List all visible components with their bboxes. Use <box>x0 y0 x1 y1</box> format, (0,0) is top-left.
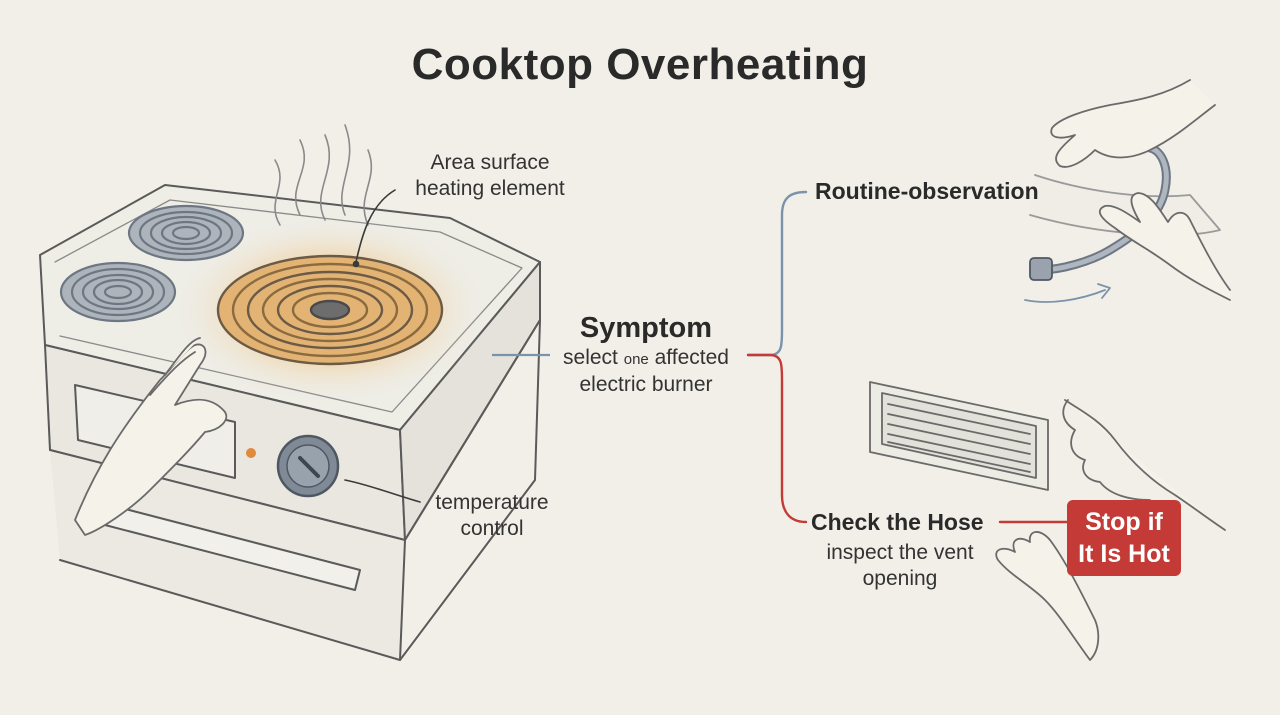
indicator-light <box>246 448 256 458</box>
symptom-node: Symptom select one affected electric bur… <box>546 312 746 397</box>
subtext-line: opening <box>862 567 938 590</box>
warning-line: Stop if <box>1085 508 1163 536</box>
check-hose-subtext: inspect the vent opening <box>800 540 1000 592</box>
symptom-line-2: electric burner <box>579 373 713 396</box>
heat-wisps <box>274 124 373 226</box>
callout-line: temperature <box>435 491 549 514</box>
symptom-post: affected <box>648 346 729 369</box>
hose-inspection-illustration <box>1024 79 1231 303</box>
warning-line: It Is Hot <box>1078 540 1170 568</box>
temperature-knob <box>276 434 340 498</box>
symptom-title: Symptom <box>579 312 713 344</box>
callout-line: control <box>460 517 524 540</box>
front-left-burner <box>59 261 177 323</box>
symptom-one: one <box>623 351 649 368</box>
page-title: Cooktop Overheating <box>411 40 869 89</box>
symptom-pre: select <box>563 346 624 369</box>
stop-warning-badge: Stop if It Is Hot <box>1067 500 1181 576</box>
hand-on-stove-icon <box>74 337 228 536</box>
heating-element-callout: Area surface heating element <box>390 150 590 202</box>
callout-leaders <box>344 189 421 503</box>
temperature-control-callout: temperature control <box>412 490 572 542</box>
callout-line: heating element <box>415 177 565 200</box>
back-left-burner <box>127 204 245 262</box>
hot-burner <box>216 254 444 366</box>
symptom-line-1: select one affected <box>546 345 746 372</box>
subtext-line: inspect the vent <box>826 541 974 564</box>
routine-observation-label: Routine-observation <box>815 178 1039 204</box>
check-hose-label: Check the Hose <box>811 509 984 535</box>
branch-connectors <box>746 190 1069 524</box>
callout-line: Area surface <box>430 151 550 174</box>
vent-inspection-illustration <box>869 381 1226 661</box>
